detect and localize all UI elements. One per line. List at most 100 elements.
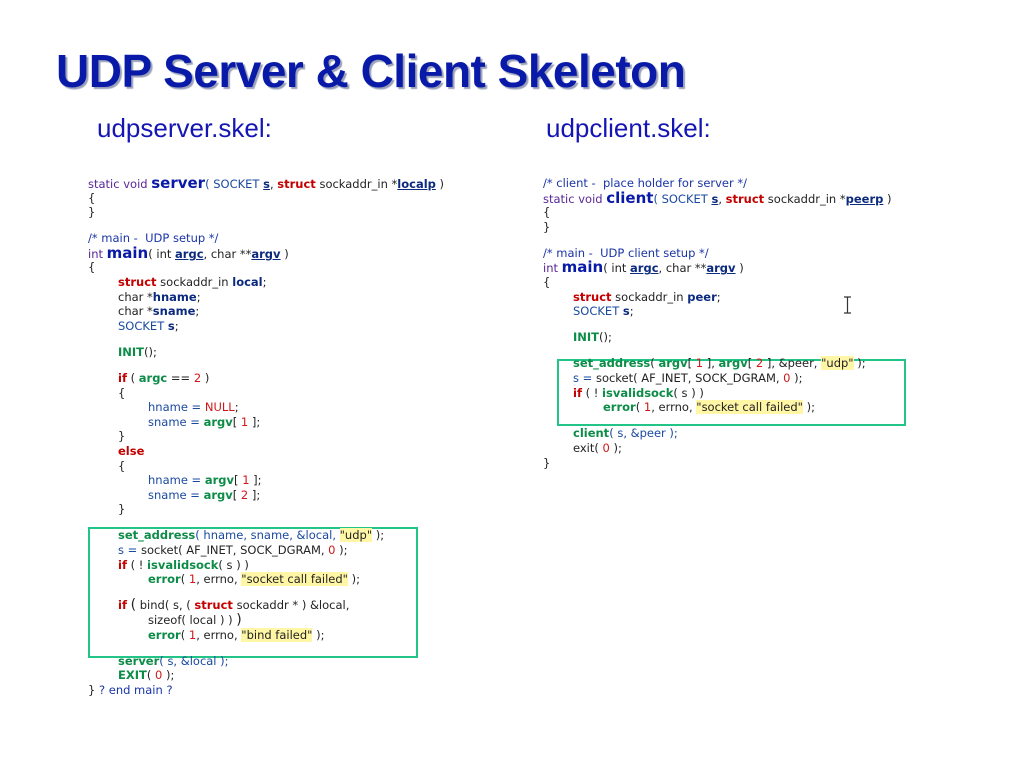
code-line: set_address( hname, sname, &local, "udp"…	[88, 528, 444, 543]
code-line: error( 1, errno, "bind failed" );	[88, 627, 444, 643]
code-line: int main( int argc, char **argv )	[88, 243, 444, 262]
code-token: sizeof( local ) )	[148, 612, 237, 627]
code-token: ;	[196, 289, 201, 304]
code-line: {	[543, 275, 892, 290]
server-highlight-box	[88, 527, 418, 658]
code-token: socket( AF_INET, SOCK_DGRAM,	[140, 543, 329, 558]
code-line: hname = argv[ 1 ];	[88, 473, 444, 488]
code-token: isvalidsock	[602, 385, 674, 400]
code-line: struct sockaddr_in peer;	[543, 290, 892, 305]
code-token: , char **	[203, 246, 252, 261]
code-token: (	[130, 597, 137, 614]
code-token: ;	[195, 304, 200, 319]
code-token: {	[118, 385, 126, 400]
code-token: INIT	[573, 330, 600, 345]
code-token: ? end main ?	[95, 682, 173, 697]
code-token: set_address	[573, 356, 651, 371]
code-token: SOCKET	[573, 304, 623, 319]
code-token: 0	[328, 543, 336, 558]
code-token: 0	[602, 440, 610, 455]
code-token: peerp	[845, 191, 884, 206]
code-token: ( int	[603, 261, 631, 276]
code-token: INIT	[118, 344, 145, 359]
code-token: }	[88, 205, 96, 220]
code-token: {	[543, 205, 551, 220]
code-token: , errno,	[196, 627, 242, 642]
code-blank-line	[543, 234, 892, 246]
code-token: 1	[695, 356, 704, 371]
code-token: local	[232, 275, 263, 290]
code-token: 1	[188, 572, 197, 587]
code-token: "socket call failed"	[241, 572, 348, 587]
code-blank-line	[88, 360, 444, 372]
code-blank-line	[88, 333, 444, 345]
code-token: struct	[277, 177, 316, 191]
code-token: (	[180, 627, 189, 642]
code-token: exit(	[573, 440, 603, 455]
code-token: /* client - place holder for server */	[543, 176, 748, 190]
code-token: sockaddr_in *	[764, 191, 846, 206]
code-token: sockaddr_in	[611, 289, 688, 304]
code-token: main	[106, 243, 149, 262]
code-line: s = socket( AF_INET, SOCK_DGRAM, 0 );	[88, 543, 444, 558]
code-token: /* main - UDP setup */	[88, 231, 219, 246]
code-line: }	[543, 456, 892, 471]
code-token: s	[622, 304, 630, 319]
client-code-listing: /* client - place holder for server */st…	[543, 176, 892, 470]
code-line: static void client( SOCKET s, struct soc…	[543, 190, 892, 206]
code-line: s = socket( AF_INET, SOCK_DGRAM, 0 );	[543, 371, 892, 386]
code-token: ( s ) )	[218, 557, 249, 572]
code-line: exit( 0 );	[543, 441, 892, 456]
code-token: SOCKET	[118, 318, 168, 333]
code-token: }	[118, 429, 126, 444]
code-line: {	[88, 386, 444, 401]
code-token: main	[561, 258, 604, 277]
code-blank-line	[88, 517, 444, 529]
code-token: sockaddr * ) &local,	[232, 598, 350, 613]
client-file-label: udpclient.skel:	[546, 113, 711, 143]
code-token: set_address	[118, 528, 196, 543]
code-token: server	[151, 174, 206, 192]
code-token: error	[603, 400, 636, 415]
server-file-label: udpserver.skel:	[97, 113, 272, 143]
code-token: argv	[203, 414, 233, 429]
code-token: (	[126, 371, 139, 386]
code-token: char *	[118, 304, 153, 319]
code-token: 1	[242, 473, 250, 488]
code-token: s	[167, 318, 175, 333]
code-token: sname =	[148, 487, 204, 502]
code-token: s	[711, 191, 719, 206]
code-token: int	[88, 246, 107, 261]
code-blank-line	[88, 220, 444, 232]
code-token: 1	[240, 414, 249, 429]
code-line: {	[88, 260, 444, 275]
code-token: if	[118, 557, 127, 572]
code-token: argv	[706, 261, 736, 276]
code-token: ];	[249, 473, 262, 488]
code-line: INIT();	[543, 330, 892, 345]
code-token: sname =	[148, 414, 204, 429]
code-token: struct	[118, 275, 157, 290]
code-token: struct	[725, 191, 765, 206]
code-token: argv	[251, 246, 281, 261]
code-token: ;	[629, 304, 634, 319]
code-token: peer	[687, 289, 717, 304]
code-line: SOCKET s;	[88, 319, 444, 334]
slide-title: UDP Server & Client Skeleton	[56, 45, 686, 97]
code-line: struct sockaddr_in local;	[88, 275, 444, 290]
code-line: {	[88, 191, 444, 206]
code-line: int main( int argc, char **argv )	[543, 258, 892, 277]
code-token: server	[118, 653, 160, 668]
code-token: )	[280, 246, 289, 261]
code-token: ( SOCKET	[205, 177, 264, 191]
code-line: /* main - UDP client setup */	[543, 246, 892, 261]
code-token: "socket call failed"	[696, 400, 803, 415]
code-token: (	[180, 572, 189, 587]
code-line: } ? end main ?	[88, 683, 444, 698]
code-line: SOCKET s;	[543, 304, 892, 319]
code-token: socket( AF_INET, SOCK_DGRAM,	[595, 371, 784, 386]
code-token: isvalidsock	[147, 557, 219, 572]
code-line: INIT();	[88, 345, 444, 360]
code-token: argv	[718, 356, 748, 371]
code-token: ;	[234, 400, 239, 415]
